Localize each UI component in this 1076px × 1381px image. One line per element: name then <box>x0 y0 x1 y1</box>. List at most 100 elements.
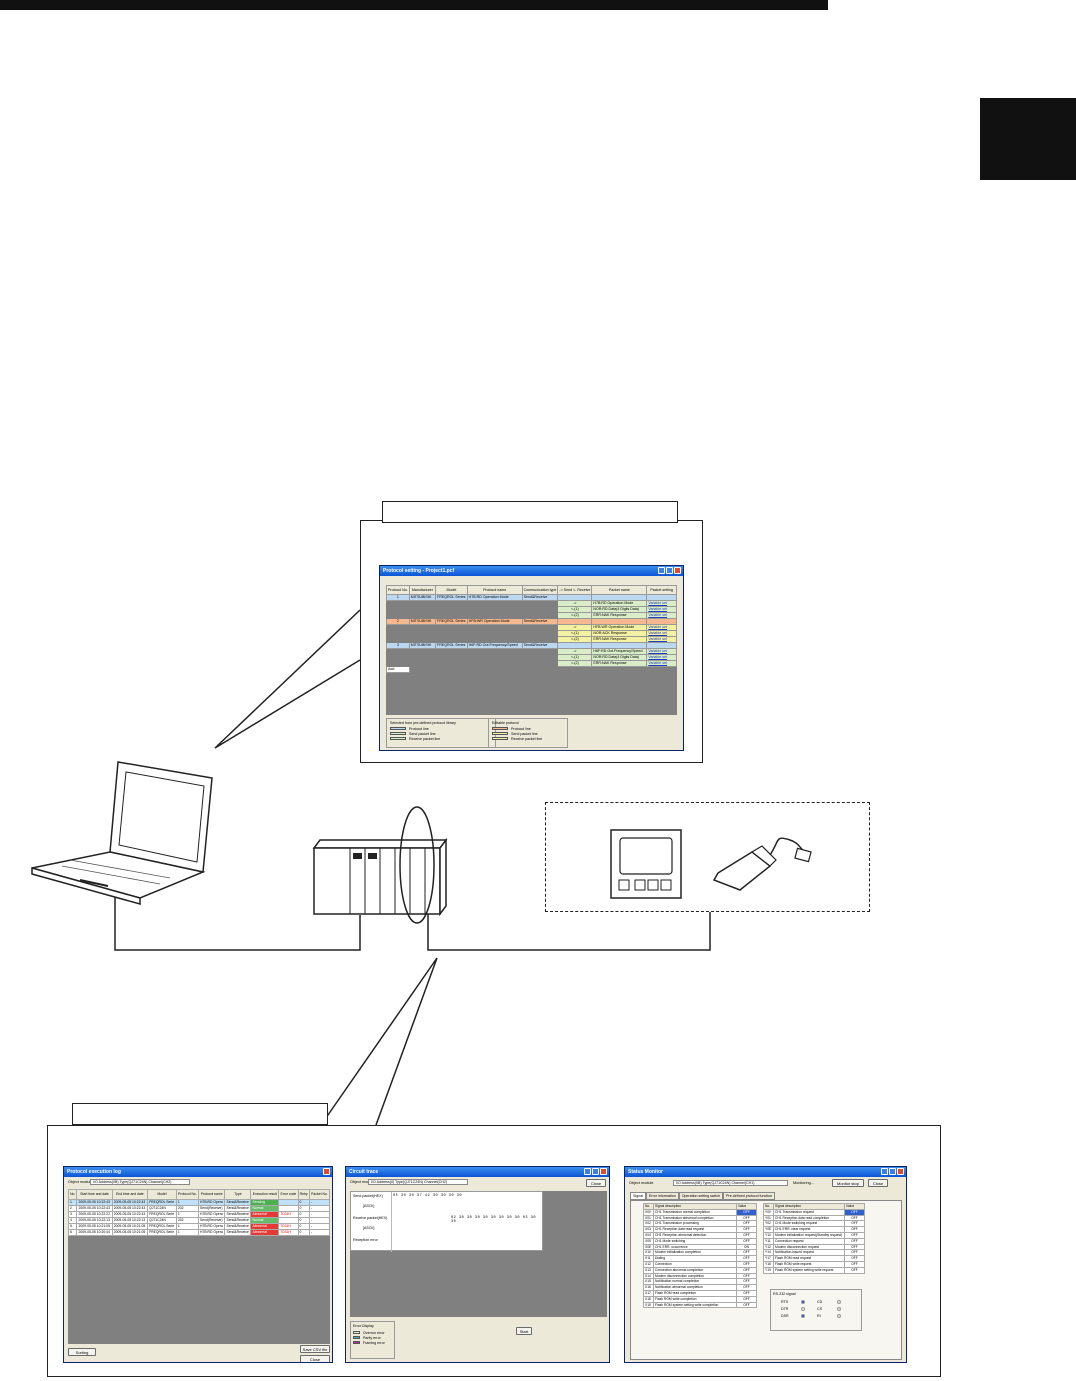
close-button[interactable]: Close <box>868 1179 888 1187</box>
close-button[interactable] <box>674 567 681 574</box>
model: FREQROL Series <box>436 643 468 649</box>
rs232-indicator-icon <box>837 1300 841 1304</box>
table-cell: 2009-05-05 10:22:22 <box>77 1212 112 1218</box>
swatch <box>390 737 406 741</box>
rs232-signal-label: DTR <box>781 1307 795 1311</box>
table-cell: 2009-05-05 10:22:43 <box>77 1206 112 1212</box>
receive-packet-label: Receive packet(HEX) <box>353 1216 387 1220</box>
table-cell: 2009-05-05 10:22:13 <box>77 1218 112 1224</box>
col-header: Protocol No. <box>387 586 410 595</box>
minimize-button[interactable] <box>658 567 665 574</box>
monitor-stop-button[interactable]: Monitor stop <box>832 1179 864 1187</box>
table-cell: Send&Receive <box>225 1206 251 1212</box>
signal-cell: Y19 <box>764 1267 774 1273</box>
tab-error-information[interactable]: Error information <box>646 1192 679 1200</box>
maximize-button[interactable] <box>666 567 673 574</box>
legend-label: Framing error <box>363 1341 385 1345</box>
close-button[interactable] <box>323 1168 330 1175</box>
signal-row: Y19Flash ROM system setting write reques… <box>764 1267 865 1273</box>
col-header[interactable]: Start time and date <box>77 1190 112 1200</box>
table-cell: 2009-05-05 10:22:43 <box>112 1206 147 1212</box>
start-button[interactable]: Start <box>516 1327 532 1335</box>
swatch <box>492 727 508 731</box>
col-header[interactable]: Protocol name <box>199 1190 225 1200</box>
minimize-button[interactable] <box>881 1168 888 1175</box>
tab-operation-setting-switch[interactable]: Operation setting switch <box>679 1192 723 1200</box>
col-header[interactable]: No. <box>69 1190 77 1200</box>
protocol-setting-window: Protocol setting - Project1.pcf Protocol… <box>379 565 684 751</box>
rs232-indicator-icon <box>801 1314 805 1318</box>
window-title: Status Monitor <box>628 1169 663 1175</box>
tab-strip: Signal Error information Operation setti… <box>630 1192 775 1200</box>
window-title: Protocol execution log <box>67 1169 121 1175</box>
legend-title: Selected from pre-defined protocol libra… <box>390 721 492 725</box>
table-cell: 2009-05-05 10:22:13 <box>112 1218 147 1224</box>
swatch <box>492 732 508 736</box>
status-monitor-window: Status Monitor Object module I/O Address… <box>624 1166 907 1363</box>
table-cell: 2009-05-05 10:22:43 <box>112 1212 147 1218</box>
col-header[interactable]: Model <box>148 1190 177 1200</box>
legend-label: Protocol line <box>409 727 429 731</box>
table-cell: 2009-05-05 10:21:05 <box>112 1230 147 1236</box>
col-header[interactable]: Error code <box>279 1190 298 1200</box>
output-signal-table: No.Signal descriptionValue Y00CH1 Transm… <box>763 1203 865 1274</box>
legend-label: Overrun error <box>363 1331 385 1335</box>
rs232-indicator-icon <box>801 1300 805 1304</box>
object-module-label: Object module <box>629 1181 653 1185</box>
col-header[interactable]: End time and date <box>112 1190 147 1200</box>
swatch <box>390 732 406 736</box>
close-button[interactable] <box>600 1168 607 1175</box>
signal-cell: X19 <box>644 1302 654 1308</box>
table-cell: 6 <box>69 1230 77 1236</box>
ascii-label: [ASCII] <box>363 1226 374 1230</box>
close-button[interactable]: Close <box>300 1355 330 1363</box>
rs232-signal-label: CS <box>817 1307 831 1311</box>
table-cell: Send(Receive) <box>199 1218 225 1224</box>
col-header[interactable]: Protocol No. <box>176 1190 198 1200</box>
swatch <box>492 737 508 741</box>
table-cell: 7D31H <box>279 1230 298 1236</box>
ascii-label: [ASCII] <box>363 1204 374 1208</box>
close-button[interactable]: Close <box>586 1179 606 1187</box>
col-header[interactable]: Retry <box>298 1190 309 1200</box>
rs232-title: RS-232 signal <box>773 1292 859 1296</box>
col-header: Packet name <box>592 586 647 595</box>
minimize-button[interactable] <box>584 1168 591 1175</box>
error-display-title: Error Display <box>353 1324 392 1328</box>
reception-error-label: Reception error <box>353 1238 378 1242</box>
swatch <box>353 1341 360 1345</box>
legend-label: Parity error <box>363 1336 381 1340</box>
signal-row: X19Flash ROM system setting write comple… <box>644 1302 757 1308</box>
save-csv-button[interactable]: Save CSV file <box>300 1345 330 1353</box>
table-cell: 0 <box>298 1230 309 1236</box>
swatch <box>353 1331 360 1335</box>
add-button[interactable]: Add <box>387 667 410 673</box>
tab-pre-defined-protocol-function[interactable]: Pre-defined protocol function <box>723 1192 775 1200</box>
packet-name: H6F:RD Out.Frequency/Speed <box>592 649 647 655</box>
legend-label: Send packet line <box>409 732 436 736</box>
close-button[interactable] <box>897 1168 904 1175</box>
table-cell: H7B:RD Opera <box>199 1212 225 1218</box>
tab-signal[interactable]: Signal <box>630 1192 646 1200</box>
window-titlebar: Protocol execution log <box>64 1167 332 1177</box>
signal-cell: Modem initialization request(Standby req… <box>774 1232 845 1238</box>
rs232-signal-label: RTS <box>781 1300 795 1304</box>
legend-title: Editable protocol <box>492 721 564 725</box>
table-cell: 2009-05-05 10:21:05 <box>77 1224 112 1230</box>
col-header: Protocol name <box>467 586 522 595</box>
table-cell: Send&Receive <box>225 1230 251 1236</box>
sorting-button[interactable]: Sorting <box>68 1348 96 1356</box>
maximize-button[interactable] <box>592 1168 599 1175</box>
maximize-button[interactable] <box>889 1168 896 1175</box>
object-module-field: I/O Address(0B) Type(QJ71C24N) Channel(C… <box>90 1179 190 1185</box>
table-cell: 1 <box>176 1230 198 1236</box>
table-cell: H7B:RD Opera <box>199 1200 225 1206</box>
add-row[interactable]: Add <box>387 667 677 673</box>
col-header: -> Send <- Receive <box>558 586 592 595</box>
col-header[interactable]: Packet No. <box>309 1190 329 1200</box>
trace-panel: Send packet(HEX) 05 30 30 37 42 30 30 30… <box>350 1191 543 1251</box>
col-header[interactable]: Execution result <box>251 1190 279 1200</box>
packet-name: NOR:RD Data(4 Digits Data) <box>592 655 647 661</box>
col-header[interactable]: Type <box>225 1190 251 1200</box>
